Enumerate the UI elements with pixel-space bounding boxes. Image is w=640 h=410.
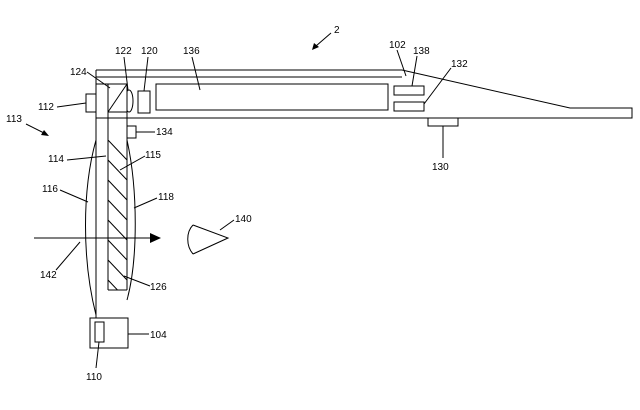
light-ray-arrowhead [150, 233, 161, 243]
label-104: 104 [150, 330, 167, 341]
label-120: 120 [141, 46, 158, 57]
label-118: 118 [158, 192, 174, 203]
component-134 [126, 125, 137, 139]
component-132 [393, 101, 425, 112]
component-130 [427, 117, 459, 127]
label-110: 110 [86, 372, 102, 383]
label-126: 126 [150, 282, 167, 293]
label-2-arrowhead [312, 43, 319, 50]
leader-110 [95, 341, 100, 369]
label-142: 142 [40, 270, 57, 281]
leader-132 [423, 67, 452, 105]
inner-lens-118 [126, 139, 136, 301]
leader-126 [123, 275, 151, 287]
label-113: 113 [6, 114, 22, 125]
label-115: 115 [145, 150, 161, 161]
label-116: 116 [42, 184, 58, 195]
label-138: 138 [413, 46, 430, 57]
component-138 [393, 85, 425, 96]
label-134: 134 [156, 127, 173, 138]
component-112 [85, 93, 97, 113]
leader-120 [143, 56, 149, 92]
label-130: 130 [432, 162, 449, 173]
label-124: 124 [70, 67, 87, 78]
leader-115 [119, 155, 146, 171]
leader-136 [191, 56, 201, 91]
label-132: 132 [451, 59, 468, 70]
component-120 [137, 90, 151, 114]
leader-116 [59, 189, 89, 203]
label-140: 140 [235, 214, 252, 225]
label-113-arrowhead [41, 130, 49, 136]
leader-124 [86, 71, 111, 89]
label-102: 102 [389, 40, 406, 51]
label-136: 136 [183, 46, 200, 57]
leader-114 [66, 155, 107, 161]
leader-118 [133, 197, 158, 209]
display-element-136 [155, 83, 389, 111]
label-2: 2 [334, 25, 340, 36]
leader-112 [56, 102, 87, 108]
label-122: 122 [115, 46, 132, 57]
waveguide-126-hatching [108, 140, 127, 290]
prism-124-diagonal [107, 83, 128, 113]
eye-140 [192, 224, 230, 255]
leader-140 [219, 219, 235, 231]
eye-140-cornea [187, 224, 194, 255]
label-112: 112 [38, 102, 54, 113]
leader-102 [396, 49, 407, 77]
housing-arm [96, 69, 633, 119]
leader-142 [55, 241, 81, 271]
component-110 [94, 321, 105, 343]
label-114: 114 [48, 154, 64, 165]
label-2-arrow-line [315, 32, 332, 47]
outer-lens-116 [85, 139, 97, 316]
leader-138 [411, 55, 418, 87]
leader-122 [123, 56, 129, 91]
label-113-arrow-line [25, 123, 45, 134]
